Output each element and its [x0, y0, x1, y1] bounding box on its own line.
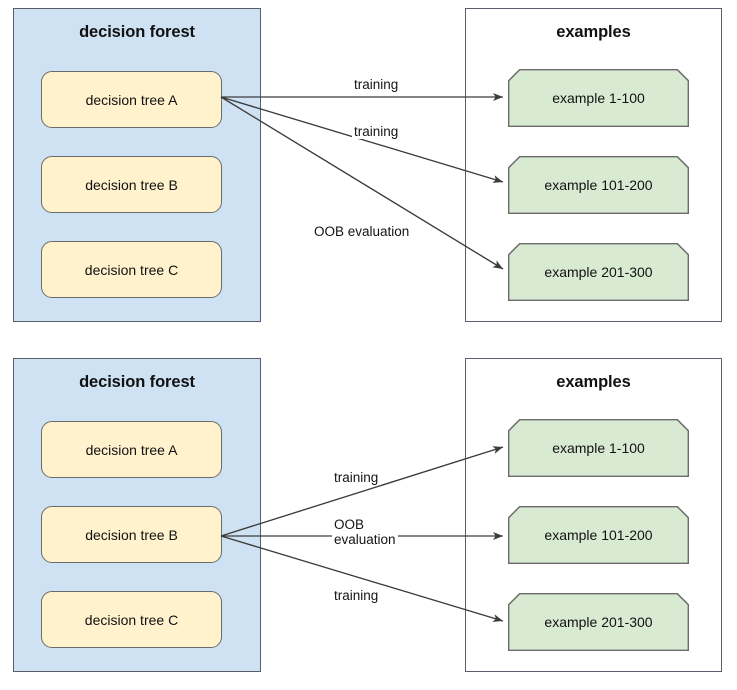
decision-tree-node-label: decision tree C [84, 261, 179, 278]
example-node-101-200[interactable]: example 101-200 [508, 156, 689, 214]
decision-tree-node-a[interactable]: decision tree A [41, 71, 222, 128]
edge-label-training-1: training [352, 77, 401, 92]
decision-tree-node-label: decision tree B [85, 176, 178, 193]
edge-treeA-to-example3 [220, 96, 504, 270]
edge-label-oob-evaluation: OOB evaluation [312, 224, 412, 239]
example-node-1-100[interactable]: example 1-100 [508, 69, 689, 127]
examples-title: examples [556, 23, 631, 41]
edge-label-oob-evaluation: OOB evaluation [332, 517, 398, 547]
examples-container-top: examples example 1-100 example 101-200 e… [465, 8, 722, 322]
example-node-201-300[interactable]: example 201-300 [508, 243, 689, 301]
examples-title: examples [556, 373, 631, 391]
decision-forest-title: decision forest [79, 373, 195, 391]
decision-tree-node-label: decision tree C [84, 611, 179, 628]
edge-treeA-to-example2 [220, 96, 504, 183]
edge-label-training-2: training [352, 124, 401, 139]
example-node-label: example 1-100 [552, 90, 645, 106]
decision-tree-node-label: decision tree A [85, 91, 178, 108]
diagram-panel-bottom: decision forest decision tree A decision… [0, 350, 737, 690]
edge-treeB-to-example3 [220, 535, 504, 622]
decision-tree-node-a[interactable]: decision tree A [41, 421, 222, 478]
example-node-label: example 201-300 [544, 614, 653, 630]
decision-forest-title: decision forest [79, 23, 195, 41]
decision-tree-node-b[interactable]: decision tree B [41, 506, 222, 563]
decision-forest-container-top: decision forest decision tree A decision… [13, 8, 261, 322]
decision-tree-node-c[interactable]: decision tree C [41, 591, 222, 648]
decision-tree-node-c[interactable]: decision tree C [41, 241, 222, 298]
decision-tree-node-label: decision tree A [85, 441, 178, 458]
example-node-101-200[interactable]: example 101-200 [508, 506, 689, 564]
decision-forest-container-bottom: decision forest decision tree A decision… [13, 358, 261, 672]
example-node-201-300[interactable]: example 201-300 [508, 593, 689, 651]
edge-label-training-2: training [332, 588, 381, 603]
examples-container-bottom: examples example 1-100 example 101-200 e… [465, 358, 722, 672]
decision-tree-node-label: decision tree B [85, 526, 178, 543]
example-node-label: example 1-100 [552, 440, 645, 456]
example-node-1-100[interactable]: example 1-100 [508, 419, 689, 477]
example-node-label: example 201-300 [544, 264, 653, 280]
edge-label-training-1: training [332, 470, 381, 485]
decision-tree-node-b[interactable]: decision tree B [41, 156, 222, 213]
example-node-label: example 101-200 [544, 177, 653, 193]
diagram-panel-top: decision forest decision tree A decision… [0, 0, 737, 340]
example-node-label: example 101-200 [544, 527, 653, 543]
